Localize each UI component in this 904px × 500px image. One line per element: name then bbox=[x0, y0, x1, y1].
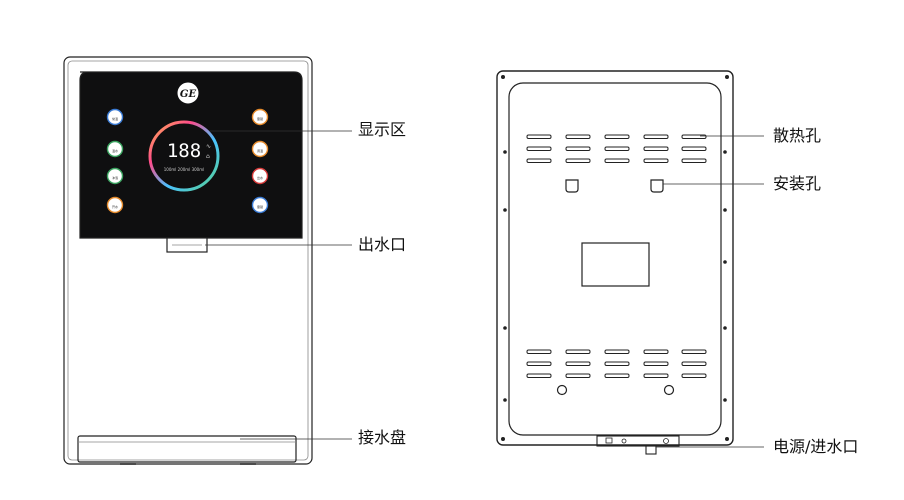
vent-slot bbox=[565, 349, 591, 354]
round-hole-right bbox=[663, 384, 675, 396]
right-button-column bbox=[251, 108, 269, 214]
vent-slot bbox=[681, 349, 707, 354]
back-view bbox=[496, 70, 734, 455]
left-button-4-label: 开水 bbox=[112, 204, 118, 209]
back-plate bbox=[496, 70, 734, 446]
vent-slot bbox=[604, 146, 630, 151]
right-button-1[interactable] bbox=[251, 108, 269, 126]
vent-slot bbox=[681, 158, 707, 163]
rating-label bbox=[581, 242, 650, 287]
label-outlet: 出水口 bbox=[358, 235, 407, 254]
vent-slot bbox=[565, 134, 591, 139]
ge-logo-icon bbox=[177, 82, 199, 104]
round-hole-left bbox=[556, 384, 568, 396]
temp-icon: ∿ bbox=[206, 143, 211, 150]
left-button-column bbox=[106, 108, 124, 214]
left-button-1[interactable] bbox=[106, 108, 124, 126]
vent-slot bbox=[681, 134, 707, 139]
vent-slot bbox=[565, 146, 591, 151]
vent-slot bbox=[526, 361, 552, 366]
front-view bbox=[63, 56, 313, 465]
screw-dots bbox=[501, 75, 729, 441]
left-button-2[interactable] bbox=[106, 140, 124, 158]
display-digits: 188 bbox=[167, 140, 201, 162]
ge-logo-text: GE bbox=[180, 89, 197, 100]
left-button-1-label: 常温 bbox=[112, 116, 118, 121]
mount-hole-left bbox=[565, 179, 579, 193]
vent-slot bbox=[643, 373, 669, 378]
front-body-inner bbox=[67, 60, 309, 461]
right-button-3-label: 出水 bbox=[257, 175, 263, 180]
left-button-3[interactable] bbox=[106, 167, 124, 185]
right-button-2[interactable] bbox=[251, 140, 269, 158]
display-units-text: 100ml 200ml 300ml bbox=[164, 167, 204, 172]
left-button-4[interactable] bbox=[106, 196, 124, 214]
mount-hole-right bbox=[650, 179, 664, 193]
vent-slot bbox=[643, 361, 669, 366]
power-water-inlet bbox=[596, 435, 680, 447]
vent-slot bbox=[526, 146, 552, 151]
label-drip-tray: 接水盘 bbox=[358, 428, 407, 447]
label-display: 显示区 bbox=[358, 120, 407, 139]
vent-slot bbox=[643, 158, 669, 163]
right-button-2-label: 调温 bbox=[257, 148, 263, 153]
right-button-1-label: 童锁 bbox=[257, 116, 263, 121]
vent-slot bbox=[643, 349, 669, 354]
vent-slot bbox=[604, 134, 630, 139]
vent-slots bbox=[526, 134, 707, 378]
vent-slot bbox=[604, 158, 630, 163]
label-mount-holes: 安装孔 bbox=[773, 174, 822, 193]
vent-slot bbox=[565, 361, 591, 366]
vent-slot bbox=[565, 373, 591, 378]
back-plate-inner bbox=[508, 82, 722, 436]
left-button-2-label: 温水 bbox=[112, 148, 118, 153]
vent-slot bbox=[681, 373, 707, 378]
vent-slot bbox=[604, 373, 630, 378]
vent-slot bbox=[681, 361, 707, 366]
right-button-4-label: 童锁 bbox=[257, 204, 263, 209]
vent-slot bbox=[604, 361, 630, 366]
label-vents: 散热孔 bbox=[773, 126, 822, 145]
display-ring bbox=[148, 120, 220, 192]
label-power-inlet: 电源/进水口 bbox=[773, 437, 859, 456]
vent-slot bbox=[643, 134, 669, 139]
right-button-3[interactable] bbox=[251, 167, 269, 185]
vent-slot bbox=[526, 373, 552, 378]
vent-slot bbox=[604, 349, 630, 354]
lock-icon: ⌂ bbox=[206, 153, 210, 160]
drip-tray bbox=[77, 435, 297, 463]
left-button-3-label: 冲泡 bbox=[112, 175, 118, 180]
vent-slot bbox=[643, 146, 669, 151]
front-body bbox=[63, 56, 313, 465]
vent-slot bbox=[526, 349, 552, 354]
vent-slot bbox=[526, 134, 552, 139]
vent-slot bbox=[681, 146, 707, 151]
right-button-4[interactable] bbox=[251, 196, 269, 214]
vent-slot bbox=[565, 158, 591, 163]
vent-slot bbox=[526, 158, 552, 163]
